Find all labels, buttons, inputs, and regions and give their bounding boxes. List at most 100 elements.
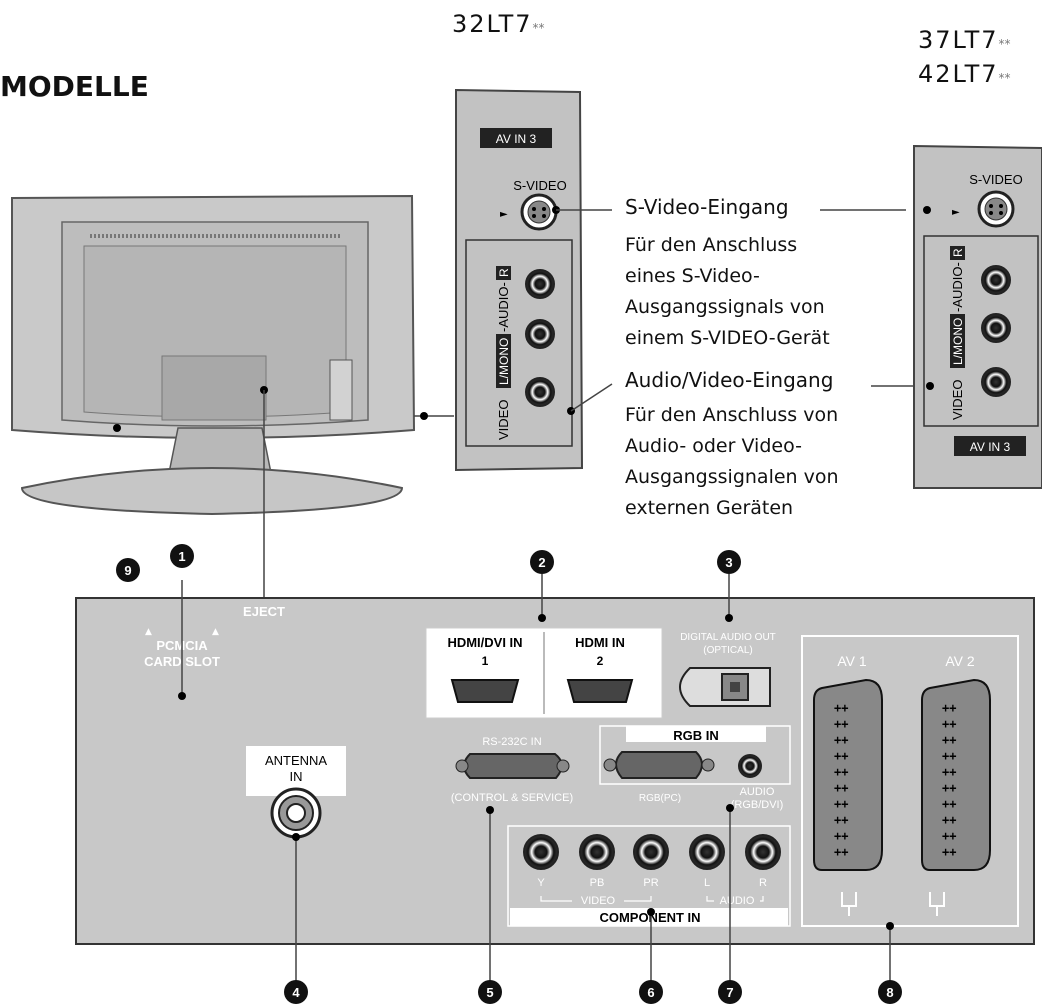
antenna-label: ANTENNA bbox=[265, 753, 327, 768]
svideo-body-line: eines S-Video- bbox=[625, 265, 760, 287]
marker-6-label: 6 bbox=[647, 985, 654, 1000]
optical-label: (OPTICAL) bbox=[703, 645, 752, 656]
callout-dot bbox=[726, 804, 734, 812]
callout-dot bbox=[886, 922, 894, 930]
av-body-line: externen Geräten bbox=[625, 497, 794, 519]
scart-symbol-icon bbox=[841, 892, 857, 916]
model-label-32: 32LT7** bbox=[452, 10, 545, 38]
marker-6 bbox=[639, 980, 663, 1004]
rgb-pc-port[interactable] bbox=[615, 751, 703, 779]
control-service-label: (CONTROL & SERVICE) bbox=[451, 792, 573, 804]
component-audio-r-jack[interactable] bbox=[745, 834, 781, 870]
marker-4-label: 4 bbox=[292, 985, 300, 1000]
svg-text:++: ++ bbox=[834, 845, 848, 859]
component-label: PB bbox=[590, 877, 605, 889]
marker-3 bbox=[717, 550, 741, 574]
svg-text:++: ++ bbox=[834, 717, 848, 731]
audio-r-jack[interactable] bbox=[525, 269, 555, 299]
svg-text:++: ++ bbox=[942, 701, 956, 715]
svideo-callout-body: Für den Anschluss eines S-Video- Ausgang… bbox=[625, 230, 830, 354]
audio-rgb-dvi-jack[interactable] bbox=[738, 754, 762, 778]
svg-text:▲: ▲ bbox=[145, 627, 152, 637]
page-heading: MODELLE bbox=[0, 70, 149, 103]
callout-dot bbox=[292, 833, 300, 841]
marker-7 bbox=[718, 980, 742, 1004]
model-label-42: 42LT7** bbox=[918, 60, 1011, 88]
svideo-body-line: Ausgangssignals von bbox=[625, 296, 825, 318]
component-pb-jack[interactable] bbox=[579, 834, 615, 870]
marker-4 bbox=[284, 980, 308, 1004]
audio-r-jack-right[interactable] bbox=[981, 265, 1011, 295]
svideo-callout-title: S-Video-Eingang bbox=[625, 195, 789, 219]
hdmi-port-2[interactable] bbox=[566, 679, 634, 703]
scart-av1[interactable] bbox=[813, 678, 883, 871]
av1-label: AV 1 bbox=[837, 653, 867, 669]
svg-text:++: ++ bbox=[834, 781, 848, 795]
vertical-r-label-right: R bbox=[951, 248, 965, 257]
av-body-line: Audio- oder Video- bbox=[625, 435, 802, 457]
audio-label: AUDIO bbox=[740, 786, 775, 798]
av-in3-label: AV IN 3 bbox=[496, 132, 537, 146]
marker-2 bbox=[530, 550, 554, 574]
component-y-jack[interactable] bbox=[523, 834, 559, 870]
component-audio-l-jack[interactable] bbox=[689, 834, 725, 870]
audio-group-label: AUDIO bbox=[720, 895, 755, 907]
svg-text:++: ++ bbox=[834, 701, 848, 715]
vertical-lmono-label: L/MONO bbox=[497, 338, 511, 385]
component-label: PR bbox=[643, 877, 658, 889]
rs232c-port[interactable] bbox=[463, 753, 563, 779]
callout-dot bbox=[647, 908, 655, 916]
arrow-icon: ► bbox=[500, 209, 508, 220]
tv-rear-illustration bbox=[11, 194, 454, 600]
scart-av2[interactable] bbox=[921, 678, 991, 871]
arrow-icon: ► bbox=[952, 207, 960, 218]
av2-label: AV 2 bbox=[945, 653, 975, 669]
rear-connection-panel: EJECT ▲ ▲ PCMCIA CARD SLOT HDMI/DVI IN H… bbox=[75, 597, 1035, 945]
hdmi-in-label: HDMI IN bbox=[575, 635, 625, 650]
video-jack-right[interactable] bbox=[981, 367, 1011, 397]
side-panel-37-42: S-VIDEO ► VIDEO L/MONO -AUDIO- R AV IN 3 bbox=[913, 144, 1042, 489]
av-in3-label-right: AV IN 3 bbox=[970, 440, 1011, 454]
av-body-line: Für den Anschluss von bbox=[625, 404, 839, 426]
callout-dot bbox=[486, 806, 494, 814]
marker-1 bbox=[170, 544, 194, 568]
component-label: L bbox=[704, 877, 710, 889]
av-in3-badge bbox=[480, 128, 552, 148]
svg-text:++: ++ bbox=[942, 765, 956, 779]
antenna-in-label: IN bbox=[290, 769, 303, 784]
component-pr-jack[interactable] bbox=[633, 834, 669, 870]
vertical-audio-label-right: -AUDIO- bbox=[950, 262, 965, 312]
digital-audio-out-label: DIGITAL AUDIO OUT bbox=[680, 632, 776, 643]
eject-label: EJECT bbox=[243, 604, 285, 619]
hdmi-port-1[interactable] bbox=[450, 679, 520, 703]
marker-5 bbox=[478, 980, 502, 1004]
hdmi-port-number: 2 bbox=[597, 654, 604, 668]
marker-1-label: 1 bbox=[178, 549, 185, 564]
hdmi-dvi-in-label: HDMI/DVI IN bbox=[447, 635, 522, 650]
vertical-video-label: VIDEO bbox=[496, 400, 511, 440]
vertical-audio-label: -AUDIO- bbox=[496, 282, 511, 332]
svg-text:++: ++ bbox=[834, 749, 848, 763]
vertical-r-label: R bbox=[497, 268, 511, 277]
svg-text:++: ++ bbox=[942, 781, 956, 795]
component-label: Y bbox=[537, 877, 545, 889]
audio-l-jack[interactable] bbox=[525, 319, 555, 349]
video-group-label: VIDEO bbox=[581, 895, 616, 907]
marker-2-label: 2 bbox=[538, 555, 545, 570]
callout-dot bbox=[725, 614, 733, 622]
svg-text:++: ++ bbox=[942, 845, 956, 859]
marker-9 bbox=[116, 558, 140, 582]
audio-l-jack-right[interactable] bbox=[981, 313, 1011, 343]
svg-text:++: ++ bbox=[942, 733, 956, 747]
side-panel-32: AV IN 3 S-VIDEO ► VIDEO L/MONO -AUDIO- R bbox=[455, 88, 584, 472]
svg-text:++: ++ bbox=[834, 733, 848, 747]
callout-dot bbox=[178, 692, 186, 700]
svg-text:▲: ▲ bbox=[212, 627, 219, 637]
component-in-label: COMPONENT IN bbox=[599, 910, 700, 925]
callout-dot bbox=[420, 412, 428, 420]
video-jack[interactable] bbox=[525, 377, 555, 407]
svg-text:++: ++ bbox=[834, 813, 848, 827]
av-in3-badge-right bbox=[954, 436, 1026, 456]
vertical-lmono-label-right: L/MONO bbox=[951, 318, 965, 365]
